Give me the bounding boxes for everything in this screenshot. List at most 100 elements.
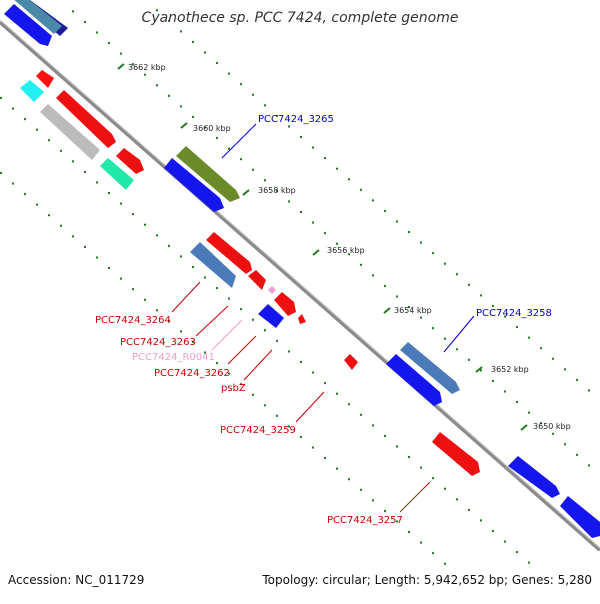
guide-dot <box>264 329 266 332</box>
guide-dot <box>576 453 578 456</box>
guide-dot <box>120 52 122 55</box>
guide-dot <box>252 318 254 321</box>
guide-dot <box>240 83 242 86</box>
gene-arrow[interactable] <box>560 496 600 538</box>
gene-arrow[interactable] <box>274 292 296 316</box>
guide-dot <box>228 372 230 375</box>
gene-label-PCC7424_3264[interactable]: PCC7424_3264 <box>95 315 171 326</box>
gene-arrow[interactable] <box>176 146 240 202</box>
gene-arrow[interactable] <box>100 158 134 190</box>
gene-label-PCC7424_3262[interactable]: PCC7424_3262 <box>154 368 230 379</box>
guide-dot <box>60 224 62 227</box>
guide-dot <box>312 221 314 224</box>
tick-label: 3660 kbp <box>193 124 231 133</box>
genome-info-text: Topology: circular; Length: 5,942,652 bp… <box>262 573 592 587</box>
guide-dot <box>360 263 362 266</box>
gene-label-PCC7424_3259[interactable]: PCC7424_3259 <box>220 425 296 436</box>
guide-dot <box>516 401 518 404</box>
guide-dot <box>180 255 182 258</box>
guide-dot <box>372 274 374 277</box>
guide-dot <box>168 94 170 97</box>
gene-label-PCC7424_R0041[interactable]: PCC7424_R0041 <box>132 352 215 363</box>
gene-arrow[interactable] <box>56 90 116 148</box>
gene-arrow[interactable] <box>298 314 306 324</box>
guide-dot <box>528 411 530 414</box>
guide-dot <box>72 10 74 13</box>
guide-dot <box>396 220 398 223</box>
gene-label-PCC7424_3263[interactable]: PCC7424_3263 <box>120 337 196 348</box>
guide-dot <box>96 31 98 34</box>
guide-dot <box>456 348 458 351</box>
gene-arrow[interactable] <box>190 242 236 288</box>
guide-dot <box>300 136 302 138</box>
gene-arrow[interactable] <box>386 354 442 406</box>
guide-dot <box>96 181 98 184</box>
guide-dot <box>540 347 542 350</box>
guide-dot <box>96 256 98 259</box>
guide-dot <box>420 241 422 244</box>
gene-arrow[interactable] <box>12 0 62 34</box>
gene-arrow[interactable] <box>258 304 284 328</box>
guide-dot <box>480 519 482 522</box>
guide-dot <box>492 529 494 532</box>
gene-arrow[interactable] <box>20 80 44 102</box>
guide-dot <box>156 309 158 312</box>
guide-dot <box>276 114 278 117</box>
guide-dot <box>132 63 134 66</box>
gene-label-PCC7424_3265[interactable]: PCC7424_3265 <box>258 114 334 125</box>
guide-dot <box>36 203 38 206</box>
gene-arrow[interactable] <box>40 104 100 160</box>
guide-dot <box>252 168 254 171</box>
guide-dot <box>552 357 554 360</box>
guide-dot <box>444 487 446 490</box>
gene-label-PCC7424_3257[interactable]: PCC7424_3257 <box>327 515 403 526</box>
guide-dot <box>12 107 14 110</box>
guide-dot <box>468 283 470 286</box>
guide-dot <box>480 294 482 297</box>
tick-label: 3650 kbp <box>533 422 571 431</box>
guide-dot <box>120 277 122 280</box>
gene-arrow[interactable] <box>508 456 560 498</box>
guide-dot <box>564 443 566 446</box>
guide-dot <box>192 265 194 268</box>
gene-arrow[interactable] <box>248 270 266 290</box>
gene-arrow[interactable] <box>36 70 54 88</box>
guide-dot <box>516 551 518 554</box>
guide-dot <box>372 424 374 427</box>
guide-dot <box>348 253 350 256</box>
guide-dot <box>240 308 242 311</box>
guide-dot <box>168 244 170 247</box>
guide-dot <box>216 62 218 65</box>
gene-arrow[interactable] <box>344 354 358 370</box>
guide-dot <box>228 72 230 75</box>
gene-arrow[interactable] <box>400 342 460 394</box>
guide-dot <box>420 316 422 319</box>
guide-dot <box>228 297 230 300</box>
gene-labels: PCC7424_3265 PCC7424_3258 PCC7424_3264 P… <box>95 114 552 526</box>
guide-dot <box>12 182 14 185</box>
guide-dot <box>240 158 242 161</box>
tick-mark <box>383 307 391 314</box>
guide-dot <box>360 488 362 491</box>
guide-dot <box>72 160 74 163</box>
guide-dot <box>276 414 278 417</box>
gene-arrow[interactable] <box>432 432 480 476</box>
guide-dot <box>588 389 590 392</box>
gene-arrow[interactable] <box>164 158 224 212</box>
gene-label-psbZ[interactable]: psbZ <box>221 383 246 394</box>
leader-line <box>221 123 257 159</box>
guide-dot <box>156 9 158 12</box>
gene-arrow[interactable] <box>116 148 144 174</box>
guide-dot <box>420 466 422 469</box>
gene-label-PCC7424_3258[interactable]: PCC7424_3258 <box>476 308 552 319</box>
gene-arrow[interactable] <box>4 4 52 46</box>
leader-lines <box>171 123 475 513</box>
guide-dot <box>552 432 554 435</box>
gene-arrow[interactable] <box>268 286 276 294</box>
guide-dot <box>432 477 434 480</box>
guide-dot <box>348 178 350 181</box>
guide-dot <box>36 128 38 131</box>
guide-dot <box>264 104 266 107</box>
gene-arrow[interactable] <box>206 232 252 274</box>
